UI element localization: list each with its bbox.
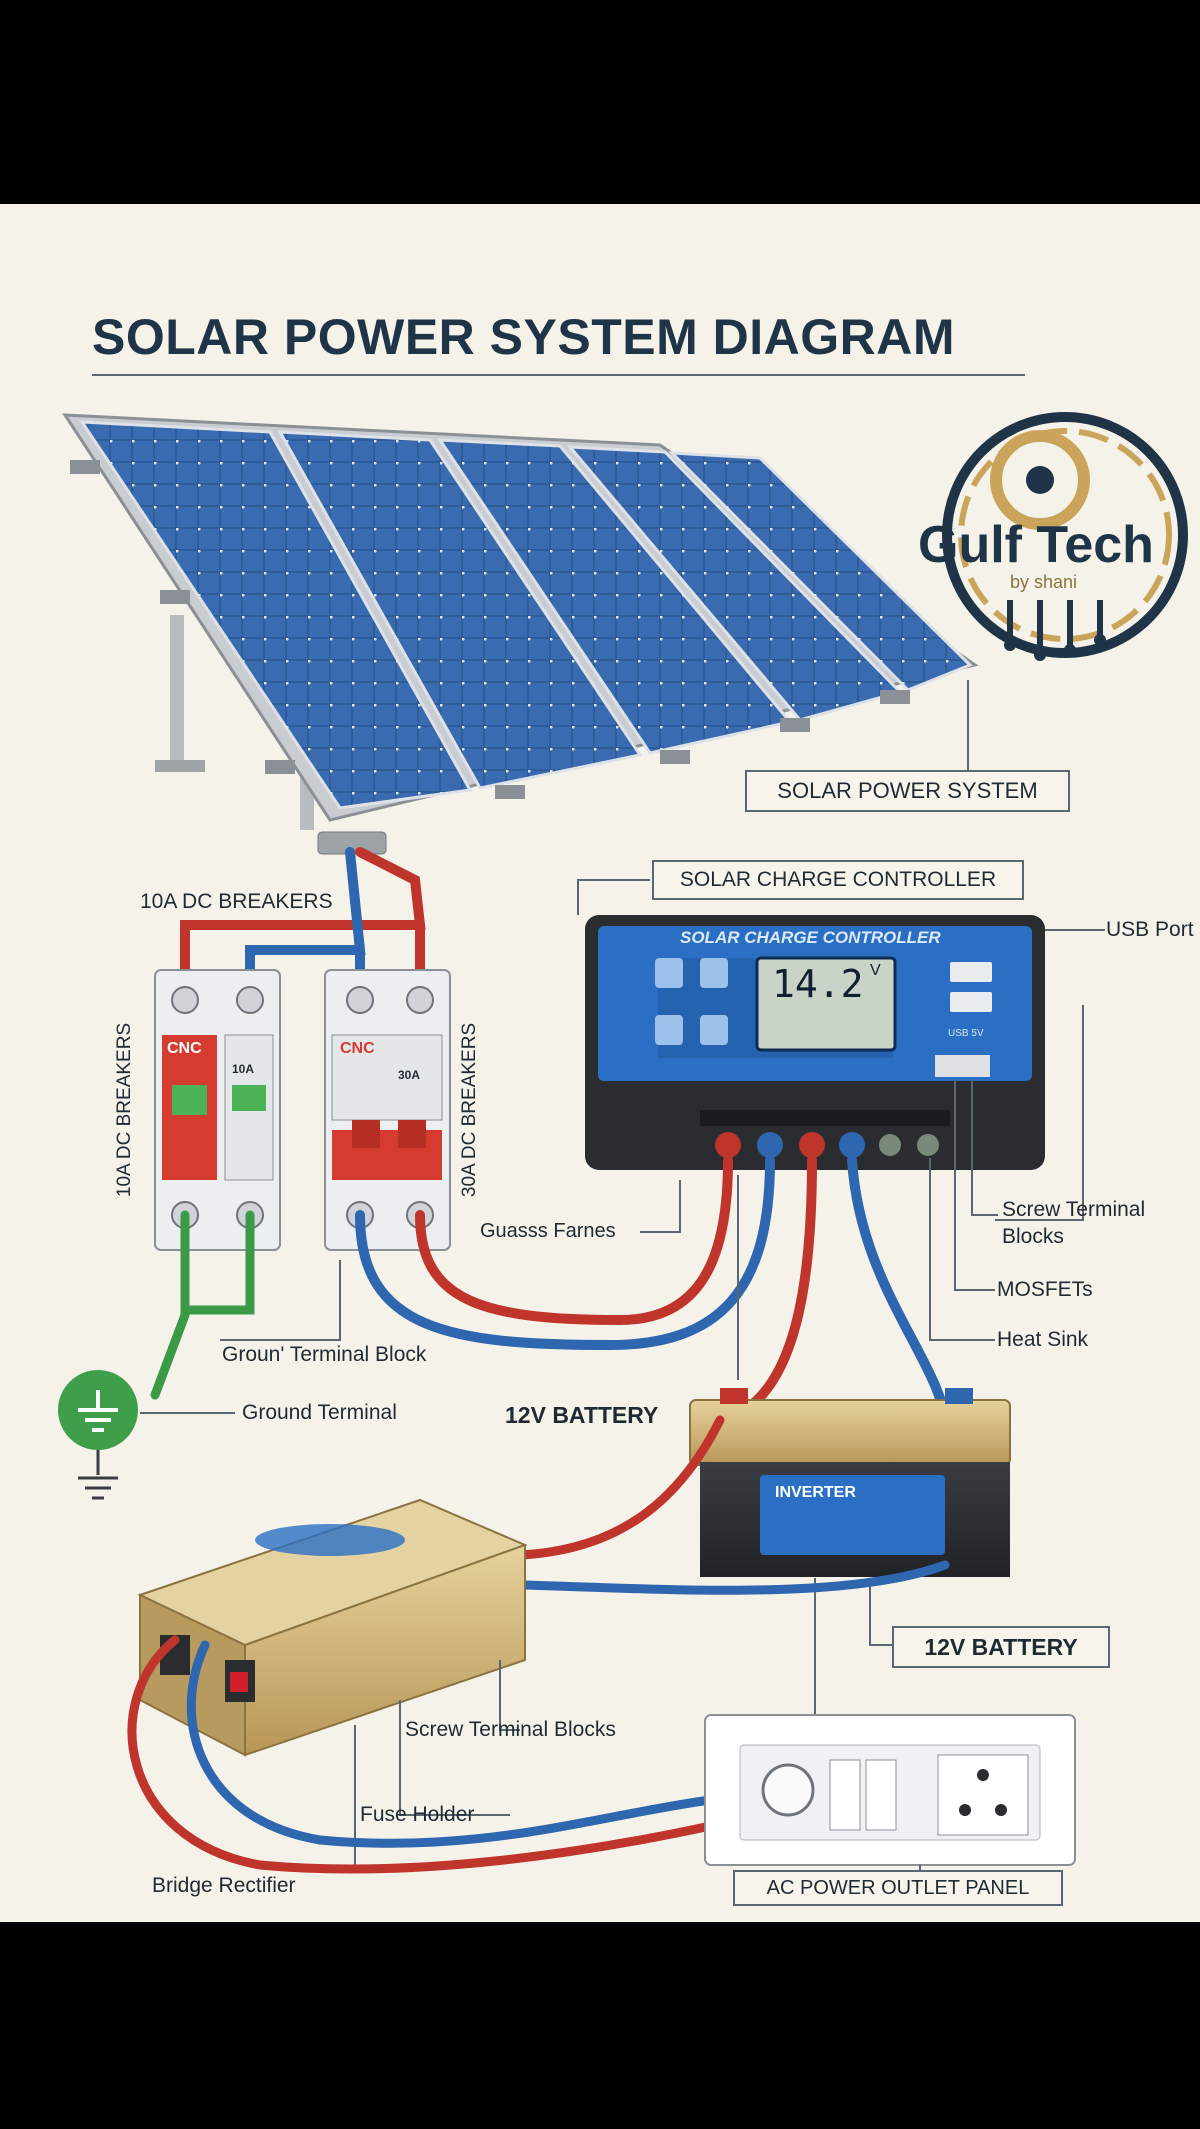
mount-clamp (265, 760, 295, 774)
leader-screw-terminal-2 (971, 1080, 998, 1216)
charge-controller (585, 915, 1045, 1170)
leader-battery (869, 1578, 892, 1646)
usb-slot (950, 992, 992, 1012)
label-mosfets: MOSFETs (997, 1278, 1093, 1301)
solar-panel (668, 451, 973, 692)
label-battery-box: 12V BATTERY (892, 1626, 1110, 1668)
leader-heat-sink (929, 1158, 995, 1341)
logo-brand: Gulf Tech (918, 516, 1154, 574)
leader-fuse (399, 1700, 510, 1816)
leader-screw-lower (499, 1660, 520, 1731)
ground-terminal-symbol (58, 1370, 138, 1500)
battery-face-label: INVERTER (775, 1484, 856, 1501)
outlet-switch (829, 1759, 861, 1831)
terminal-red (799, 1132, 825, 1158)
terminal-gray (917, 1134, 939, 1156)
controller-display-unit: V (870, 962, 881, 979)
logo-ring-inner (958, 428, 1172, 642)
mount-clamp (495, 785, 525, 799)
leader-controller (577, 879, 650, 915)
page-title: SOLAR POWER SYSTEM DIAGRAM (92, 309, 956, 365)
label-breakers-left-vertical: 10A DC BREAKERS (114, 1022, 135, 1198)
mount-clamp (660, 750, 690, 764)
label-solar-power-system: SOLAR POWER SYSTEM (745, 770, 1070, 812)
label-ground-terminal-block: Groun' Terminal Block (222, 1343, 427, 1366)
label-breakers-top: 10A DC BREAKERS (140, 890, 333, 913)
controller-face-title: SOLAR CHARGE CONTROLLER (680, 928, 941, 947)
label-fuse-holder: Fuse Holder (360, 1803, 475, 1826)
wire-red-battery-inverter (515, 1415, 725, 1560)
usb-slot (950, 962, 992, 982)
wire-red-breaker-controller (415, 1155, 733, 1326)
breaker-right-rating: 30A (398, 1068, 421, 1082)
controller-display-value: 14.2 (772, 962, 864, 1006)
terminal-blue (757, 1132, 783, 1158)
wire-blue-controller-battery (847, 1155, 950, 1420)
solar-array (62, 413, 979, 855)
terminal-blue (839, 1132, 865, 1158)
wire-red-controller-battery (740, 1155, 817, 1415)
breaker-left-brand: CNC (167, 1040, 202, 1057)
logo-gear-hub (1026, 466, 1054, 494)
label-ground-terminal: Ground Terminal (242, 1401, 397, 1424)
controller-key (655, 1015, 683, 1045)
label-guasss-farnes: Guasss Farnes (480, 1220, 616, 1242)
mount-clamp (880, 690, 910, 704)
outlet-switch (865, 1759, 897, 1831)
gulf-tech-logo (942, 412, 1188, 661)
logo-circuit (1007, 600, 1103, 650)
solar-panel (277, 430, 643, 790)
breaker-right-brand: CNC (340, 1040, 375, 1057)
controller-key (700, 1015, 728, 1045)
label-screw-terminal-blocks-lower: Screw Terminal Blocks (405, 1718, 616, 1741)
mount-clamp (70, 460, 100, 474)
wire-blue-breaker-controller (355, 1155, 775, 1351)
terminal-block-small (935, 1055, 990, 1077)
label-screw-terminal-blocks-1: Screw Terminal (1002, 1198, 1146, 1221)
leader-ground-block (220, 1260, 341, 1341)
label-solar-charge-controller: SOLAR CHARGE CONTROLLER (652, 860, 1024, 900)
wire-blue-battery-inverter (520, 1560, 950, 1595)
outlet-dial (761, 1763, 815, 1817)
array-leg (155, 760, 205, 772)
leader-screw-terminal (995, 1005, 1084, 1221)
mount-clamp (160, 590, 190, 604)
array-leg (170, 615, 184, 765)
controller-lcd (755, 956, 897, 1052)
label-heat-sink: Heat Sink (997, 1328, 1089, 1351)
wire-green-ground (150, 1210, 190, 1400)
wire-green-ground-2 (180, 1210, 255, 1315)
terminal-gray (879, 1134, 901, 1156)
wire-red-inverter-loop (127, 1635, 720, 1874)
label-breakers-right-vertical: 30A DC BREAKERS (459, 1022, 480, 1198)
leader-guasss (640, 1180, 681, 1233)
logo-gear (990, 430, 1090, 530)
label-ac-power-outlet-panel: AC POWER OUTLET PANEL (733, 1870, 1063, 1906)
breaker-left (154, 969, 281, 1251)
logo-tagline: by shani (1010, 572, 1078, 592)
wire-blue-inverter-loop (186, 1640, 715, 1848)
ac-outlet-panel (704, 1714, 1076, 1866)
label-bridge-rectifier: Bridge Rectifier (152, 1874, 296, 1897)
mount-clamp (780, 718, 810, 732)
label-usb-port: USB Port (1106, 918, 1194, 941)
leader-mosfets (954, 1080, 995, 1291)
breaker-right (324, 969, 451, 1251)
outlet-socket (937, 1754, 1029, 1836)
battery (689, 1388, 1011, 1577)
controller-key (700, 958, 728, 988)
label-battery-top: 12V BATTERY (505, 1402, 659, 1428)
controller-usb-tag: USB 5V (948, 1028, 984, 1039)
controller-key (655, 958, 683, 988)
solar-panel (79, 420, 473, 810)
controller-heatsink (700, 1110, 950, 1126)
breaker-left-rating: 10A (232, 1062, 255, 1076)
label-screw-terminal-blocks-2: Blocks (1002, 1225, 1064, 1248)
terminal-red (715, 1132, 741, 1158)
